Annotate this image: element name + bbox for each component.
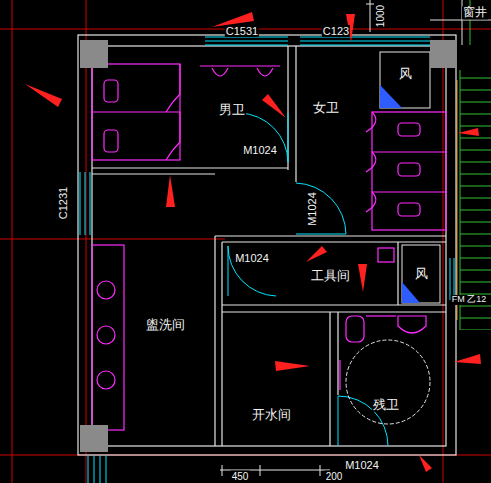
room-name: 盥洗间 (145, 318, 186, 332)
stair-and-shaft (430, 0, 491, 330)
room-area: 风 (380, 52, 430, 108)
door-code: M1024 (344, 459, 380, 471)
doors (228, 113, 388, 446)
red-arrows (25, 12, 481, 472)
dimension-ticks (220, 0, 374, 476)
room-name: 开水间 (251, 408, 292, 422)
room-name: 残卫 (372, 398, 400, 412)
room-name: 女卫 (312, 101, 340, 115)
windows (80, 37, 454, 483)
dimension: 200 (325, 470, 344, 481)
dimension: 450 (231, 470, 250, 481)
dimension: 1000 (375, 4, 386, 28)
room-area: 残卫 (338, 312, 446, 446)
fixtures (92, 64, 446, 430)
room-area: 盥洗间 (92, 174, 215, 446)
walls (78, 35, 456, 455)
annotation: 窗井 (462, 6, 488, 19)
columns (80, 40, 456, 452)
room-name: 工具间 (310, 269, 351, 283)
room-area: 开水间 (222, 312, 330, 446)
room-name: 风 (414, 267, 429, 281)
room-name: 风 (398, 67, 413, 81)
door-code: M1024 (234, 252, 270, 264)
window-code: C1531 (225, 25, 259, 37)
room-area: 女卫 风 (296, 46, 446, 236)
door-code: FM 乙12 (451, 295, 488, 305)
window-code: C123 (322, 25, 350, 37)
window-code: C1231 (57, 186, 69, 220)
door-code: M1024 (306, 191, 318, 227)
room-area: 风 (402, 245, 440, 303)
turning-circle (346, 340, 430, 424)
room-name: 男卫 (218, 103, 246, 117)
vent-shafts (380, 52, 440, 303)
door-code: M1024 (242, 144, 278, 156)
